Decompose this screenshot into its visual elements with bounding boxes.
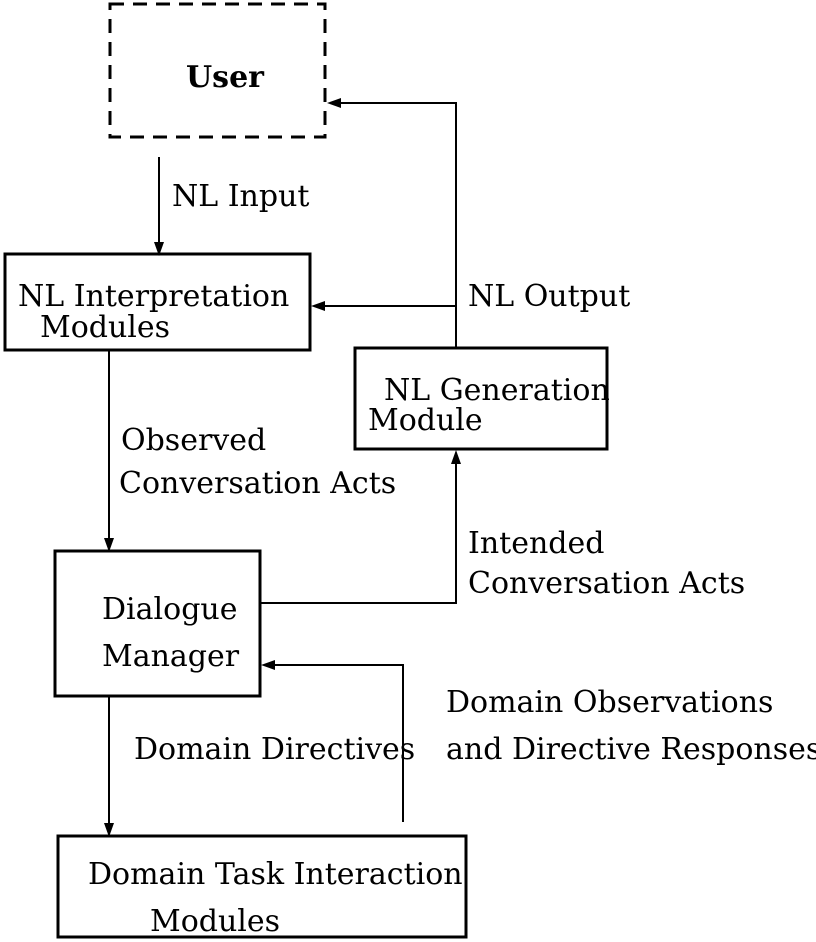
nl-interpretation-node: NL Interpretation Modules (3, 252, 312, 352)
domain-directives-arrowhead (104, 823, 114, 837)
domain-directives-label: Domain Directives (134, 732, 415, 767)
domain-observations-arrowhead (261, 660, 275, 670)
domain-task-label-line-1: Domain Task Interaction (88, 857, 463, 892)
domain-observations-line (274, 664, 404, 822)
nl-input-edge: NL Input (154, 157, 309, 256)
nl-generation-label-line-1: NL Generation (384, 373, 610, 408)
nl-output-label: NL Output (468, 279, 630, 314)
nl-generation-label-line-2: Module (368, 403, 483, 438)
dialogue-manager-box (53, 549, 262, 698)
user-label: User (186, 60, 265, 95)
domain-directives-edge: Domain Directives (104, 697, 415, 837)
nl-generation-node: NL Generation Module (353, 346, 610, 451)
nl-interpretation-box (3, 252, 312, 352)
nl-input-arrowhead (154, 242, 164, 256)
user-box (108, 2, 327, 139)
nl-input-label: NL Input (172, 179, 309, 214)
intended-acts-arrowhead (451, 450, 461, 464)
domain-observations-label-line-2: and Directive Responses (446, 732, 816, 767)
domain-task-node: Domain Task Interaction Modules (56, 834, 468, 939)
dialogue-manager-label-line-2: Manager (102, 639, 240, 674)
nl-generation-box (353, 346, 609, 451)
intended-acts-label-line-2: Conversation Acts (468, 566, 745, 601)
dialogue-manager-node: Dialogue Manager (53, 549, 262, 698)
user-node: User (108, 2, 327, 139)
observed-acts-label-line-2: Conversation Acts (119, 466, 396, 501)
observed-acts-label-line-1: Observed (121, 423, 266, 458)
domain-task-box (56, 834, 468, 939)
domain-observations-label-line-1: Domain Observations (446, 685, 773, 720)
intended-acts-label-line-1: Intended (468, 526, 604, 561)
nl-output-line-to-user (339, 102, 457, 349)
nl-output-user-arrowhead (327, 98, 341, 108)
nl-interpretation-label-line-2: Modules (40, 310, 170, 345)
observed-acts-arrowhead (104, 538, 114, 552)
nl-output-edge: NL Output (311, 98, 630, 349)
intended-acts-edge: Intended Conversation Acts (261, 450, 745, 604)
domain-observations-edge: Domain Observations and Directive Respon… (261, 660, 816, 822)
nl-output-interpretation-arrowhead (311, 301, 325, 311)
domain-task-label-line-2: Modules (150, 904, 280, 939)
observed-acts-edge: Observed Conversation Acts (104, 351, 396, 552)
intended-acts-line (261, 462, 457, 604)
nl-interpretation-label-line-1: NL Interpretation (18, 279, 289, 314)
dialogue-manager-label-line-1: Dialogue (102, 592, 237, 627)
